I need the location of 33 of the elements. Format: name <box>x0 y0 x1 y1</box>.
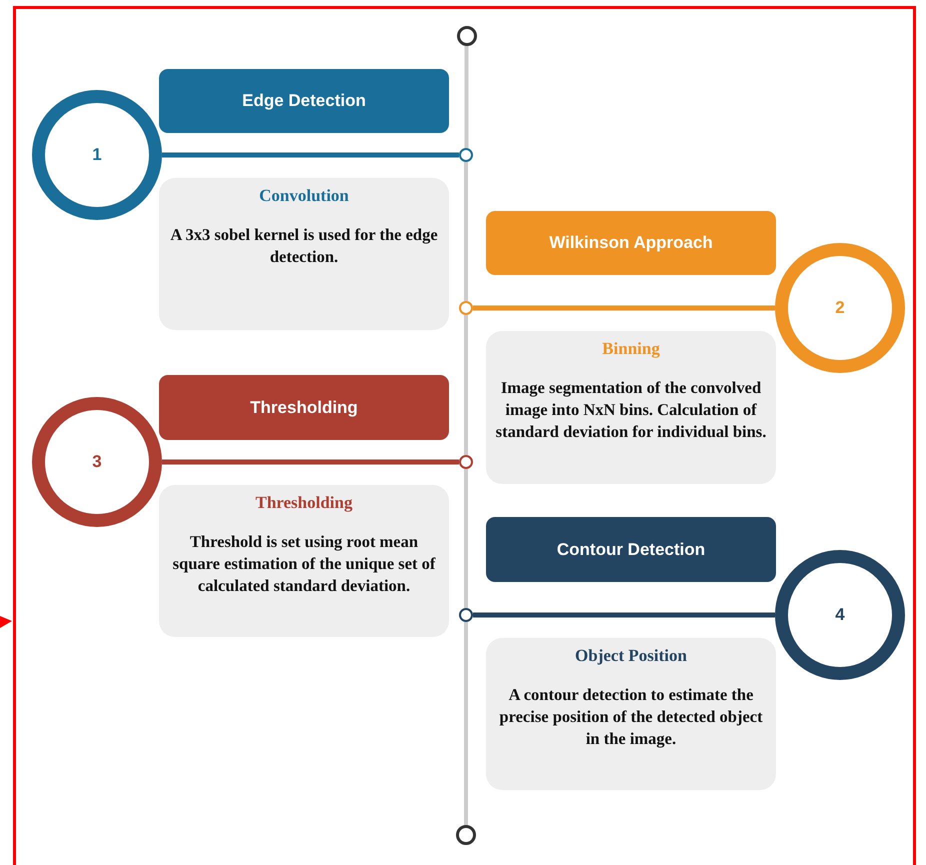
card-heading: Thresholding <box>255 493 352 513</box>
step-number: 2 <box>835 298 845 318</box>
timeline-line <box>464 469 468 608</box>
step-title-banner: Wilkinson Approach <box>486 211 776 275</box>
step-title-banner: Contour Detection <box>486 517 776 582</box>
card-text: A 3x3 sobel kernel is used for the edge detection. <box>169 224 439 268</box>
connector-line <box>473 612 775 618</box>
timeline-end-circle <box>456 825 476 845</box>
timeline-dot <box>459 455 473 469</box>
timeline-line <box>464 46 468 148</box>
card-heading: Object Position <box>575 646 687 666</box>
step-number: 4 <box>835 605 845 625</box>
description-card <box>159 178 449 330</box>
card-text: A contour detection to estimate the precise position of the detected object in the image. <box>498 684 764 750</box>
connector-line <box>473 306 775 310</box>
card-heading: Convolution <box>259 186 349 206</box>
card-heading: Binning <box>602 339 660 359</box>
step-number: 1 <box>92 145 102 165</box>
card-text: Image segmentation of the convolved image into NxN bins. Calculation of standard deviation for individual bins. <box>494 377 768 443</box>
timeline-dot <box>459 301 473 315</box>
timeline-line <box>464 315 468 455</box>
connector-line <box>162 152 459 158</box>
step-number: 3 <box>92 452 102 472</box>
step-title-banner: Thresholding <box>159 375 449 440</box>
description-card <box>159 485 449 637</box>
timeline-line <box>464 622 468 825</box>
card-text: Threshold is set using root mean square estimation of the unique set of calculated standard deviation. <box>172 531 436 597</box>
timeline-dot <box>459 608 473 622</box>
timeline-end-circle <box>457 26 477 46</box>
timeline-line <box>464 162 468 301</box>
connector-line <box>162 460 459 464</box>
timeline-dot <box>459 148 473 162</box>
step-title-banner: Edge Detection <box>159 69 449 133</box>
